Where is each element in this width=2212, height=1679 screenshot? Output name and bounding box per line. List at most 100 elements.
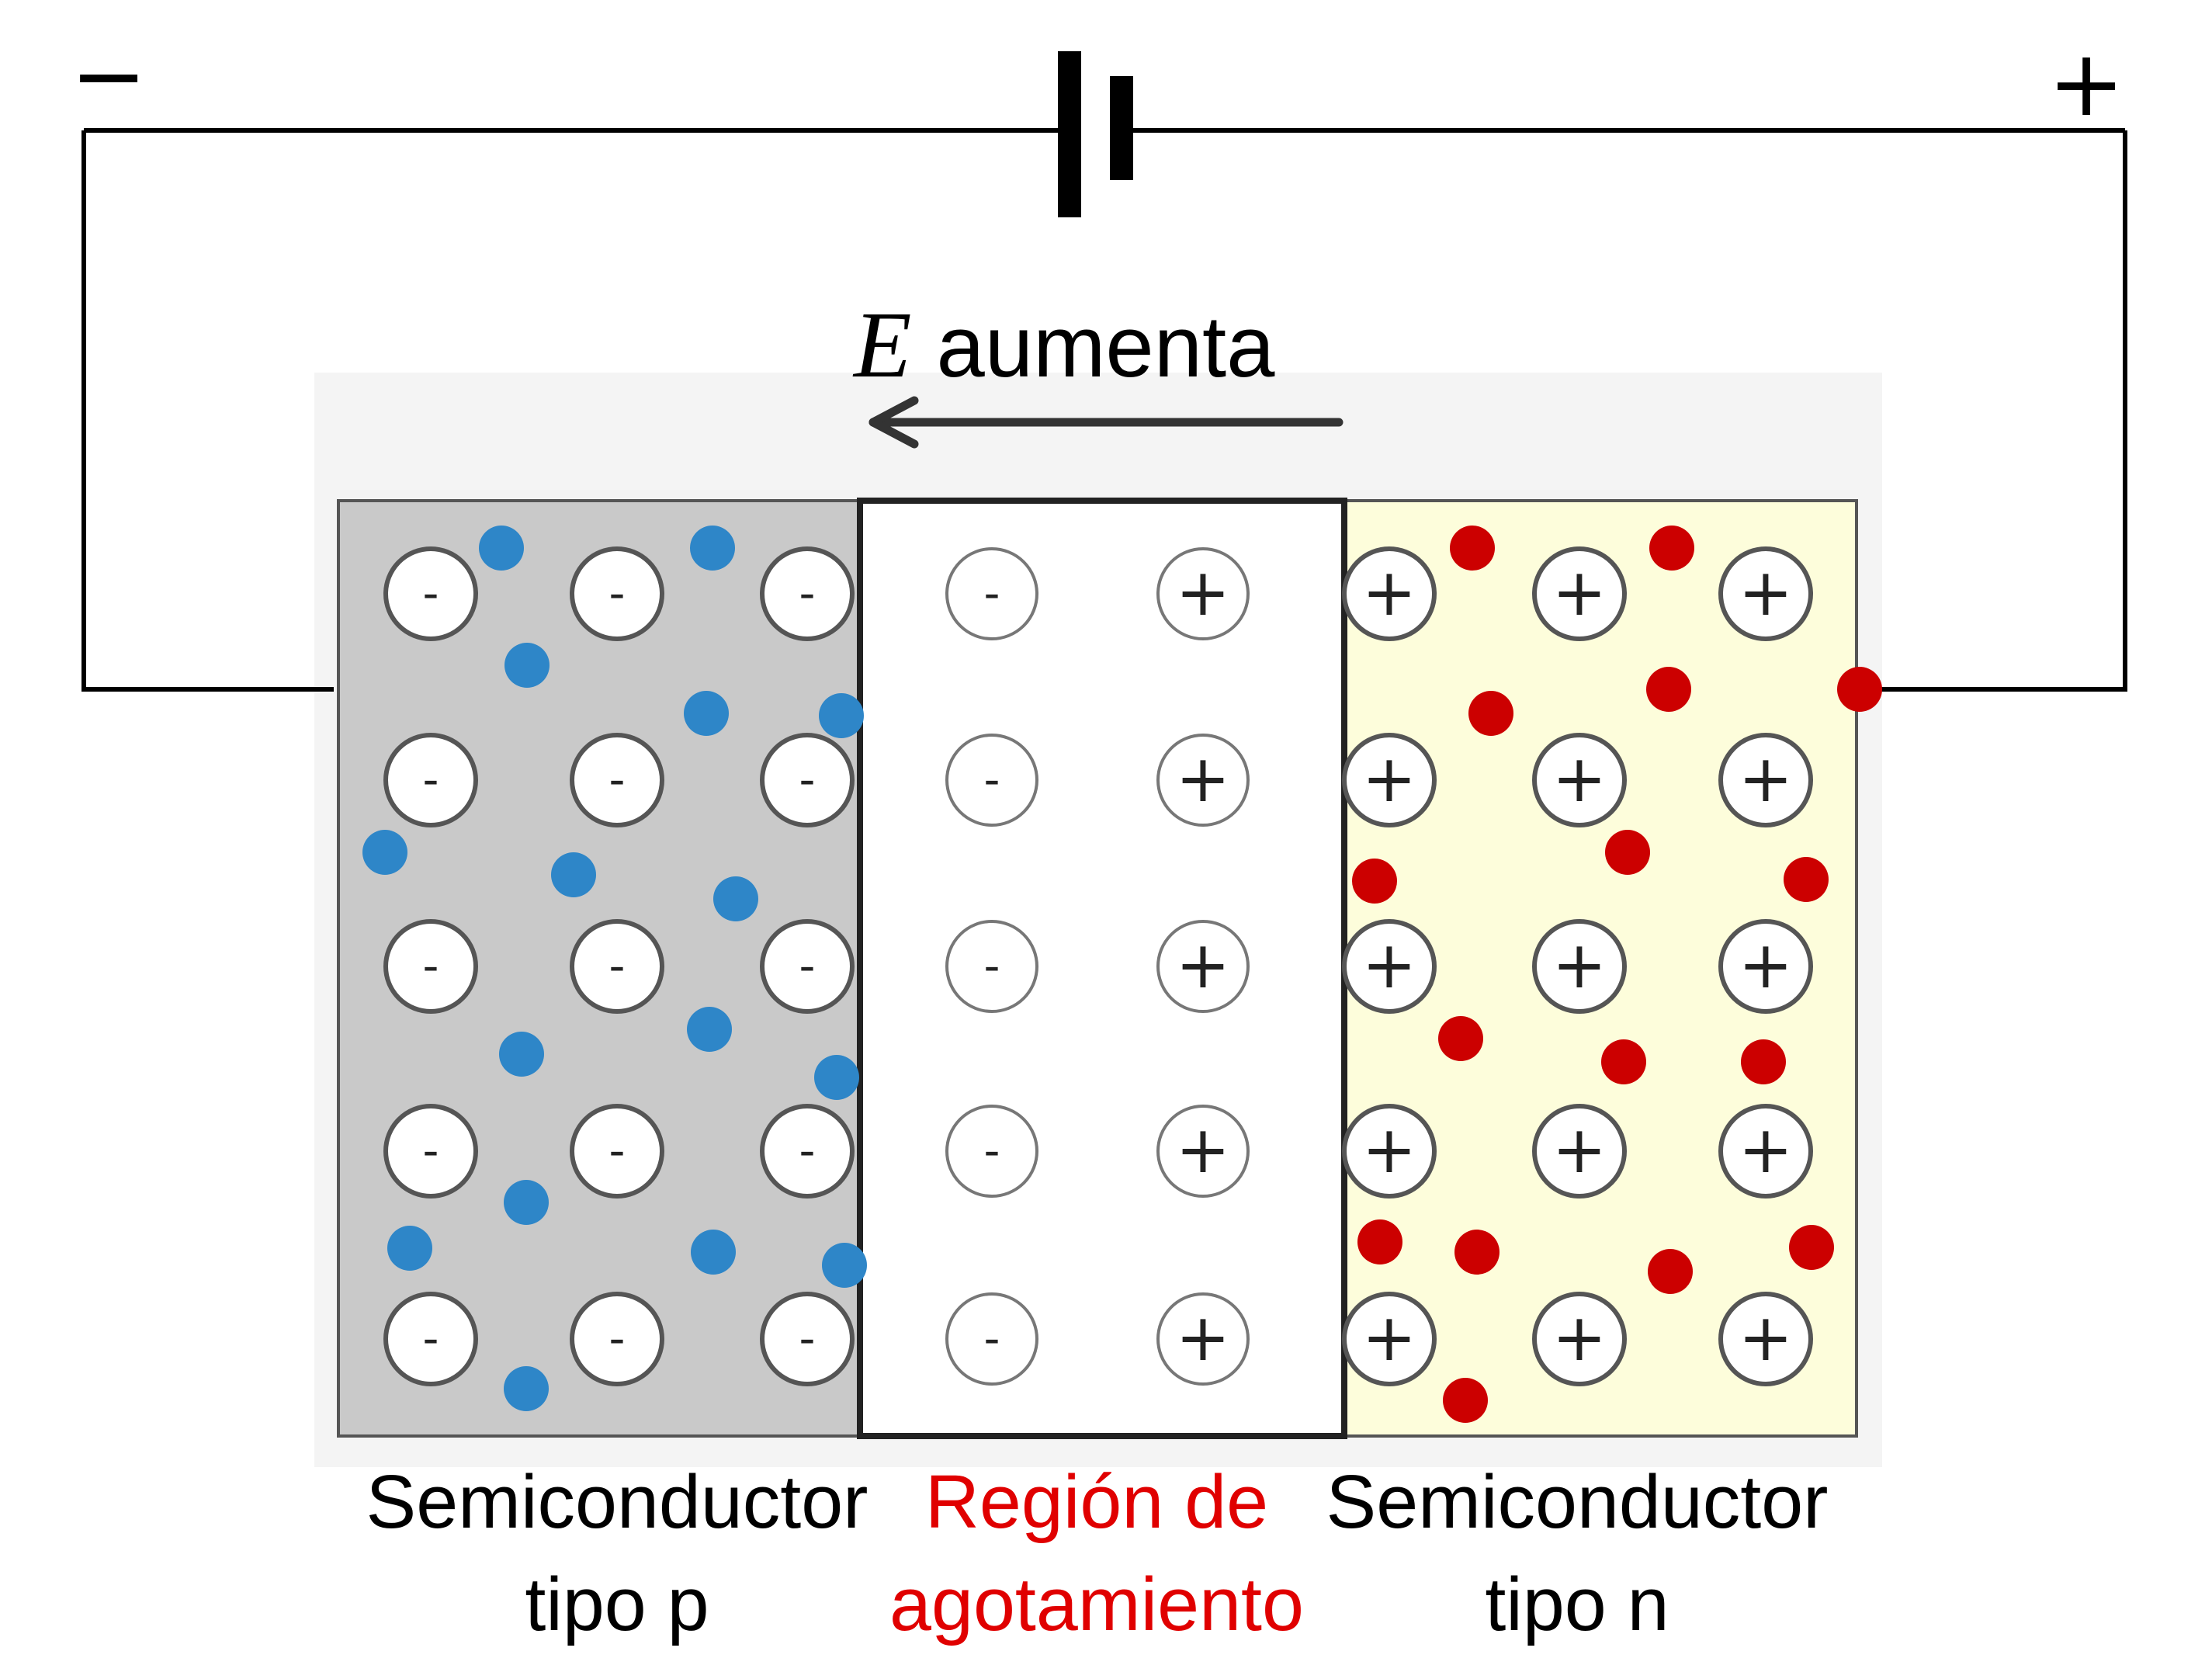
ion-sign: - — [984, 1124, 1000, 1177]
n-type-label-line2: tipo n — [1485, 1562, 1669, 1646]
ion-sign: - — [984, 753, 1000, 806]
hole — [691, 1230, 736, 1275]
depletion-negative-ion: - — [945, 920, 1038, 1013]
electron — [1468, 691, 1513, 736]
hole — [819, 693, 864, 738]
depletion-negative-ion: - — [945, 547, 1038, 640]
ion-sign: - — [609, 567, 626, 619]
acceptor-ion: - — [760, 1104, 855, 1199]
battery-short-plate — [1110, 76, 1133, 180]
depletion-positive-ion: + — [1156, 920, 1250, 1013]
donor-ion: + — [1718, 733, 1813, 827]
depletion-negative-ion: - — [945, 1292, 1038, 1386]
ion-sign: + — [1362, 741, 1416, 817]
ion-sign: + — [1552, 1299, 1607, 1375]
hole — [684, 691, 729, 736]
ion-sign: - — [423, 567, 439, 619]
electron — [1649, 526, 1694, 571]
acceptor-ion: - — [383, 1292, 478, 1386]
n-type-label-line1: Semiconductor — [1326, 1459, 1829, 1544]
circuit-wire — [81, 128, 2127, 692]
ion-sign: - — [609, 753, 626, 806]
donor-ion: + — [1342, 1104, 1437, 1199]
ion-sign: - — [423, 753, 439, 806]
ion-sign: + — [1362, 554, 1416, 630]
acceptor-ion: - — [383, 546, 478, 641]
battery-long-plate — [1058, 51, 1081, 217]
electron — [1784, 857, 1829, 902]
ion-sign: + — [1362, 1112, 1416, 1188]
donor-ion: + — [1342, 733, 1437, 827]
ion-sign: - — [423, 1124, 439, 1177]
donor-ion: + — [1342, 1292, 1437, 1386]
ion-sign: - — [799, 1124, 816, 1177]
depletion-negative-ion: - — [945, 1105, 1038, 1198]
ion-sign: + — [1176, 927, 1230, 1003]
ion-sign: - — [609, 939, 626, 992]
field-symbol: E — [852, 293, 912, 397]
acceptor-ion: - — [383, 1104, 478, 1199]
ion-sign: + — [1176, 554, 1230, 630]
field-text: aumenta — [937, 298, 1276, 395]
ion-sign: - — [799, 753, 816, 806]
p-type-label-line1: Semiconductor — [366, 1459, 869, 1544]
electron — [1601, 1039, 1646, 1084]
acceptor-ion: - — [383, 733, 478, 827]
electron — [1357, 1219, 1402, 1264]
electron — [1443, 1378, 1488, 1423]
electron — [1352, 859, 1397, 904]
negative-terminal-sign: − — [71, 22, 147, 129]
hole — [713, 876, 758, 921]
ion-sign: + — [1739, 741, 1793, 817]
ion-sign: + — [1739, 1299, 1793, 1375]
electron — [1837, 667, 1882, 712]
donor-ion: + — [1532, 1104, 1627, 1199]
ion-sign: - — [799, 567, 816, 619]
hole — [690, 526, 735, 571]
donor-ion: + — [1342, 919, 1437, 1014]
depletion-negative-ion: - — [945, 734, 1038, 827]
depletion-positive-ion: + — [1156, 1105, 1250, 1198]
ion-sign: + — [1176, 1299, 1230, 1375]
donor-ion: + — [1718, 1292, 1813, 1386]
ion-sign: + — [1176, 1112, 1230, 1188]
acceptor-ion: - — [570, 1104, 664, 1199]
electron — [1438, 1016, 1483, 1061]
positive-terminal-sign: + — [2048, 29, 2125, 137]
depletion-positive-ion: + — [1156, 547, 1250, 640]
acceptor-ion: - — [760, 919, 855, 1014]
ion-sign: + — [1552, 554, 1607, 630]
electron — [1648, 1249, 1693, 1294]
donor-ion: + — [1532, 919, 1627, 1014]
donor-ion: + — [1532, 733, 1627, 827]
ion-sign: - — [799, 1312, 816, 1365]
ion-sign: + — [1552, 927, 1607, 1003]
ion-sign: - — [423, 1312, 439, 1365]
hole — [504, 1366, 549, 1411]
battery-symbol — [1058, 51, 1133, 217]
acceptor-ion: - — [570, 1292, 664, 1386]
hole — [504, 643, 550, 688]
ion-sign: - — [984, 567, 1000, 619]
donor-ion: + — [1342, 546, 1437, 641]
acceptor-ion: - — [760, 733, 855, 827]
electron — [1454, 1230, 1500, 1275]
depletion-positive-ion: + — [1156, 1292, 1250, 1386]
acceptor-ion: - — [383, 919, 478, 1014]
carriers-layer — [362, 526, 1882, 1423]
depletion-label-line2: agotamiento — [889, 1562, 1304, 1646]
hole — [814, 1055, 859, 1100]
hole — [822, 1243, 867, 1288]
acceptor-ion: - — [760, 546, 855, 641]
ions-layer: --------------------++++++++++++++++++++ — [383, 546, 1813, 1386]
p-type-label-line2: tipo p — [525, 1562, 709, 1646]
ion-sign: + — [1552, 741, 1607, 817]
donor-ion: + — [1532, 546, 1627, 641]
electron — [1741, 1039, 1786, 1084]
acceptor-ion: - — [570, 919, 664, 1014]
ion-sign: - — [609, 1124, 626, 1177]
acceptor-ion: - — [570, 733, 664, 827]
ion-sign: + — [1739, 1112, 1793, 1188]
